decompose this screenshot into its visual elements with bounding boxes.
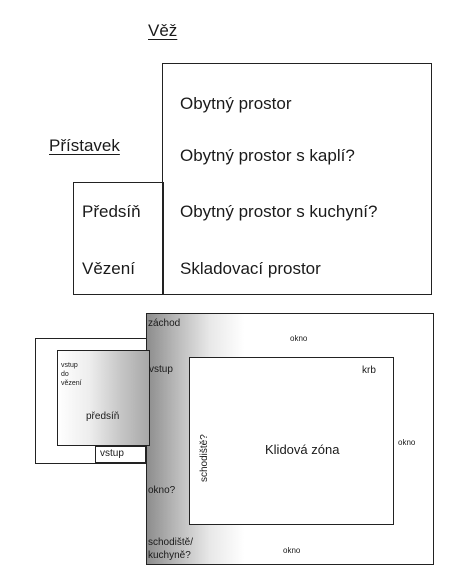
vstup-main-label: vstup [149,364,173,375]
inner-room-klidova-zona [189,357,394,525]
krb-label: krb [362,365,376,376]
klidova-zona-label: Klidová zóna [265,442,340,457]
porch-box [73,182,164,295]
tower-room-3: Obytný prostor s kuchyní? [180,202,378,221]
vstup-do-vezeni-label: vstup do vězení [61,362,82,387]
okno-left-label: okno? [148,485,176,496]
tower-room-2: Obytný prostor s kaplí? [180,146,355,165]
porch-room-2: Vězení [82,259,135,278]
okno-top-label: okno [290,334,308,343]
okno-right-label: okno [398,438,416,447]
tower-room-4: Skladovací prostor [180,259,321,278]
porch-room-1: Předsíň [82,202,141,221]
predsin-label: předsíň [86,411,120,422]
tower-label: Věž [148,21,178,40]
zachod-label: záchod [148,318,181,329]
tower-room-1: Obytný prostor [180,94,292,113]
vstup-bottom-label: vstup [100,448,124,459]
entrance-threshold [95,446,146,463]
tower-box [162,63,432,295]
okno-bottom-label: okno [283,546,301,555]
predsin-room [57,350,150,446]
schodiste-label: schodiště? [199,434,210,482]
porch-label: Přístavek [49,136,120,155]
schodiste-kuchyne-label: schodiště/ kuchyně? [148,537,194,561]
